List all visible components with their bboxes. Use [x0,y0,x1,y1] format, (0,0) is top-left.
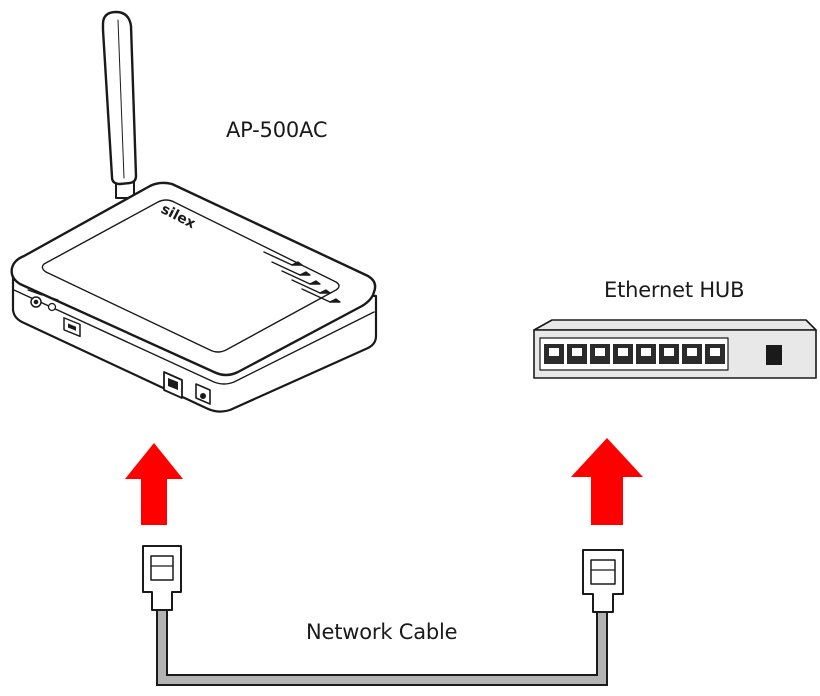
access-point-label: AP-500AC [226,118,328,142]
network-cable [156,608,608,686]
ethernet-hub-device [533,319,817,379]
ethernet-hub-label: Ethernet HUB [604,278,745,302]
up-arrow-icon [571,438,643,525]
ap-side-ports [27,289,81,338]
hub-power-switch [766,345,782,365]
up-arrow-icon [125,443,183,525]
network-cable-label: Network Cable [306,620,458,644]
rj45-plug-icon [142,545,182,611]
ap-lan-port [163,371,211,405]
rj45-plug-icon [582,549,624,613]
access-point-device: silex [10,10,378,413]
ap-top-lid [10,181,377,377]
ap-led-indicators [263,251,341,303]
ap-lid-panel [41,199,340,353]
antenna [101,10,138,199]
